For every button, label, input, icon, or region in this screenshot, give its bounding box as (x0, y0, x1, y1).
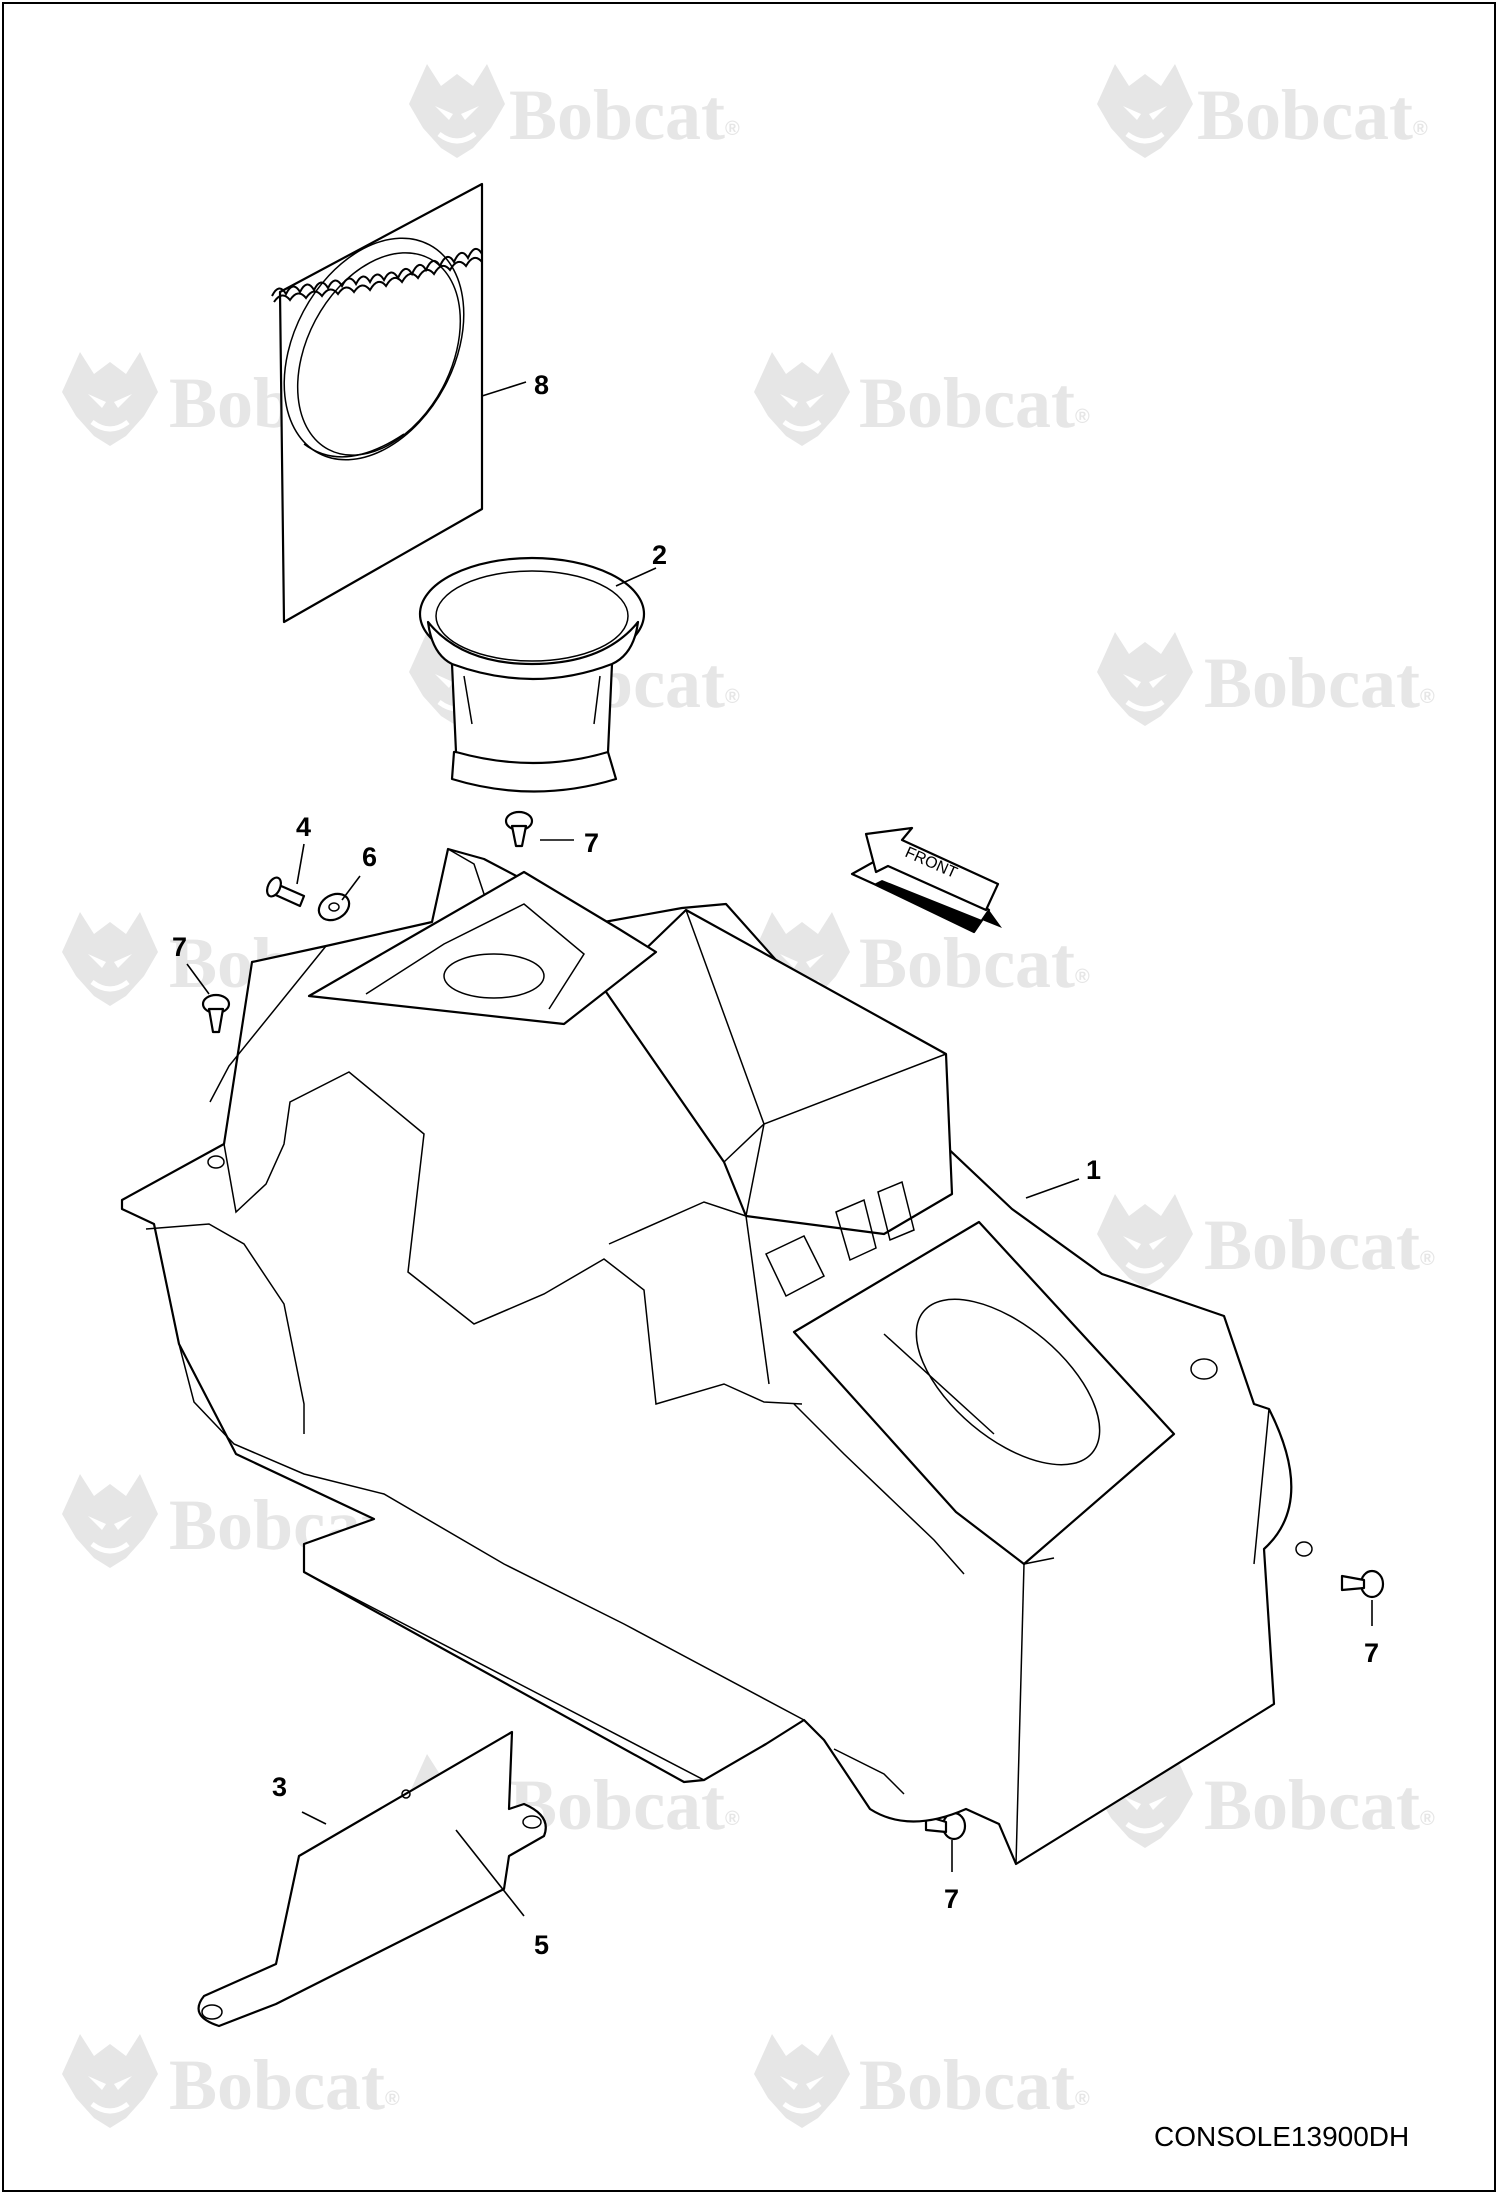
callout-labels: 8 2 4 6 7 7 1 7 7 3 5 (172, 370, 1379, 1960)
watermark-reg-mark: ® (1420, 1808, 1435, 1830)
watermark-text: Bobcat® (1204, 643, 1435, 723)
watermark-reg-mark: ® (725, 1808, 740, 1830)
watermark-text: Bobcat® (169, 2045, 400, 2125)
callout-2: 2 (652, 540, 667, 570)
callout-5: 5 (534, 1930, 549, 1960)
callout-7-b: 7 (172, 932, 187, 962)
part-4-pin (266, 876, 306, 908)
part-7-push-rivet-c (1340, 1569, 1385, 1599)
watermark-reg-mark: ® (725, 118, 740, 140)
watermark-text: Bobcat® (859, 923, 1090, 1003)
watermark-reg-mark: ® (1075, 2088, 1090, 2110)
watermark-text: Bobcat® (509, 75, 740, 155)
callout-7-c: 7 (1364, 1638, 1379, 1668)
watermark-text: Bobcat® (859, 2045, 1090, 2125)
callout-6: 6 (362, 842, 377, 872)
watermark-text: Bobcat® (1204, 1205, 1435, 1285)
part-2-cup-holder (418, 556, 646, 793)
part-1-console-housing (120, 847, 1313, 1866)
watermark-text: Bobcat® (1204, 1765, 1435, 1845)
watermark-text: Bobcat® (859, 363, 1090, 443)
watermark-reg-mark: ® (385, 2088, 400, 2110)
watermark-reg-mark: ® (1420, 686, 1435, 708)
part-8-cover-flap (271, 182, 484, 624)
watermark-text: Bobcat® (1197, 75, 1428, 155)
callout-1: 1 (1086, 1155, 1101, 1185)
callout-4: 4 (296, 812, 311, 842)
part-7-push-rivet-a (504, 810, 534, 848)
callout-3: 3 (272, 1772, 287, 1802)
callout-7-a: 7 (584, 828, 599, 858)
drawing-code: CONSOLE13900DH (1154, 2121, 1409, 2152)
watermark-reg-mark: ® (1075, 406, 1090, 428)
exploded-parts-diagram: Bobcat® Bobcat® Bobcat® Bobcat® Bobcat® … (4, 4, 1435, 2152)
watermark-reg-mark: ® (1075, 966, 1090, 988)
part-6-washer (317, 892, 351, 922)
watermark-reg-mark: ® (1420, 1248, 1435, 1270)
front-direction-arrow-icon: FRONT (850, 826, 1002, 934)
part-7-push-rivet-b (201, 993, 231, 1034)
watermark-reg-mark: ® (725, 686, 740, 708)
callout-8: 8 (534, 370, 549, 400)
watermark-reg-mark: ® (1413, 118, 1428, 140)
leader-lines (186, 381, 1373, 1917)
callout-7-d: 7 (944, 1884, 959, 1914)
part-3-bracket (197, 1730, 547, 2028)
